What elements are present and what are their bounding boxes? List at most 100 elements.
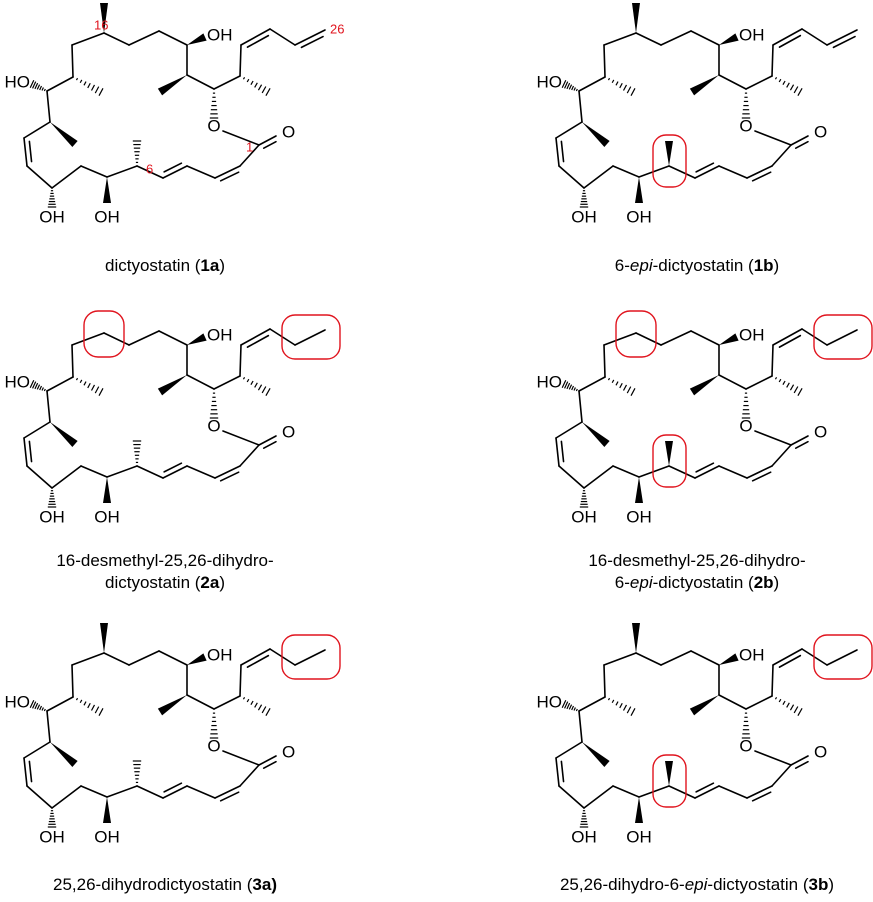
bond-c4-c5: [694, 165, 720, 179]
ester-oxygen-label: O: [739, 736, 752, 755]
bond-c8-c9: [583, 165, 614, 189]
caption-2b-line-1: 16-desmethyl-25,26-dihydro-: [588, 551, 805, 570]
hash-bond-c13-oh: [29, 79, 46, 92]
double-bond-c4-c5: [163, 782, 183, 793]
hydroxyl-c13: HO: [5, 372, 31, 391]
bond-c6-c7: [106, 165, 138, 178]
bond-c14-c15: [603, 44, 606, 78]
bond-c3-c4: [186, 465, 216, 479]
hash-bond-c13-oh: [561, 699, 578, 712]
ester-oxygen-label: O: [207, 416, 220, 435]
bond-c23-c24: [240, 328, 271, 346]
bond-c11-c12: [555, 741, 583, 759]
hash-bond-c9-oh: [47, 190, 57, 208]
bond-c4-c5: [162, 785, 188, 799]
bond-c12-c13: [578, 90, 583, 123]
bond-c6-c7: [638, 165, 670, 178]
hash-methyl-c6: [132, 440, 142, 464]
double-bond-c1-o2: [794, 760, 809, 769]
carbonyl-oxygen-label: O: [282, 422, 295, 441]
bond-c9-c10: [26, 165, 53, 189]
bond-c16-c17: [635, 332, 662, 346]
bond-c1-o2: [790, 755, 809, 766]
hash-methyl-c22: [774, 77, 803, 96]
hydroxyl-c9: OH: [39, 507, 65, 526]
bond-c1-o1: [754, 430, 792, 446]
bond-c2-c3: [746, 165, 773, 179]
wedge-methyl-c12: [582, 422, 610, 448]
wedge-bond-c19-oh: [719, 33, 739, 45]
bond-c22-c23: [771, 344, 774, 377]
bond-c15-c16: [603, 652, 637, 666]
hash-methyl-c14: [75, 697, 104, 716]
bond-c25-c26: [826, 29, 858, 46]
bond-c9-c10: [26, 465, 53, 489]
bond-c5-c6: [136, 785, 164, 799]
bond-c2-c3: [746, 785, 773, 799]
hash-methyl-c22: [774, 697, 803, 716]
hash-bond-c21-o: [741, 92, 751, 119]
wedge-bond-c7-oh: [103, 177, 111, 203]
bond-c2-c3: [214, 465, 241, 479]
hash-methyl-c14: [607, 377, 636, 396]
bond-c6-c7: [638, 785, 670, 798]
highlight-c6-epimer: [652, 434, 687, 488]
hydroxyl-c13: HO: [537, 372, 563, 391]
caption-3a-line-1: 25,26-dihydrodictyostatin (3a): [53, 875, 277, 894]
bond-c25-c26: [826, 649, 858, 666]
bond-c20-c21: [186, 694, 215, 710]
bond-c21-c22: [213, 75, 241, 90]
wedge-bond-c19-oh: [187, 333, 207, 345]
hash-methyl-c22: [242, 377, 271, 396]
bond-c21-c22: [745, 75, 773, 90]
hydroxyl-c13: HO: [537, 72, 563, 91]
bond-c7-c8: [612, 785, 640, 798]
wedge-methyl-c16: [100, 623, 108, 653]
ester-oxygen-label: O: [207, 116, 220, 135]
bond-c13-c14: [46, 76, 74, 92]
wedge-methyl-c6: [665, 141, 673, 166]
hydroxyl-c19: OH: [739, 645, 765, 664]
double-bond-c10-c11: [560, 440, 565, 463]
bond-c20-c21: [718, 374, 747, 390]
bond-c17-c18: [660, 30, 692, 46]
wedge-methyl-c16: [100, 3, 108, 33]
bond-c9-c10: [558, 165, 585, 189]
hydroxyl-c9: OH: [39, 207, 65, 226]
bond-c14-c15: [603, 344, 606, 378]
bond-c7-c8: [612, 165, 640, 178]
bond-c13-c14: [578, 696, 606, 712]
bond-c8-c9: [51, 785, 82, 809]
hash-methyl-c22: [242, 77, 271, 96]
bond-c13-c14: [46, 696, 74, 712]
bond-c15-c16: [603, 32, 637, 46]
double-bond-c10-c11: [560, 760, 565, 783]
double-bond-c2-c3: [751, 171, 772, 182]
double-bond-c4-c5: [695, 462, 715, 473]
double-bond-c25-c26: [300, 35, 324, 49]
hash-methyl-c6: [132, 140, 142, 164]
highlight-c16-desmethyl: [615, 310, 657, 358]
bond-c9-c10: [558, 465, 585, 489]
double-bond-c10-c11: [28, 440, 33, 463]
bond-c10-c11: [23, 437, 28, 467]
bond-c1-c2: [771, 444, 792, 467]
double-bond-c1-o2: [262, 760, 277, 769]
bond-c23-c24: [772, 648, 803, 666]
bond-c25-c26: [294, 329, 326, 346]
hash-methyl-c14: [75, 377, 104, 396]
bond-c4-c5: [162, 165, 188, 179]
bond-c18-c19: [158, 330, 188, 346]
hydroxyl-c19: OH: [207, 325, 233, 344]
bond-c1-o1: [754, 750, 792, 766]
bond-c11-c12: [23, 421, 51, 439]
bond-c6-c7: [106, 465, 138, 478]
bond-c7-c8: [612, 465, 640, 478]
hydroxyl-c13: HO: [5, 692, 31, 711]
hydroxyl-c7: OH: [626, 507, 652, 526]
hydroxyl-c7: OH: [94, 207, 120, 226]
bond-c22-c23: [771, 44, 774, 77]
caption-1b-line-1: 6-epi-dictyostatin (1b): [615, 256, 779, 275]
